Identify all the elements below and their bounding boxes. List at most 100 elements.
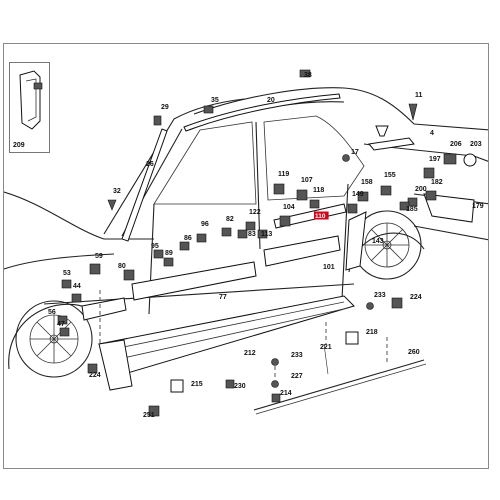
callout-label-118: 118 (313, 187, 324, 194)
front-wheel (15, 300, 93, 378)
callout-label-38: 38 (304, 72, 312, 79)
clip-182 (425, 190, 437, 201)
clip-95 (153, 249, 164, 259)
callout-label-200: 200 (415, 186, 427, 193)
inset-bracket-drawing (19, 70, 43, 130)
callout-label-227: 227 (291, 373, 303, 380)
assembly-lines (99, 290, 388, 380)
clip-218 (345, 331, 359, 345)
clip-107 (296, 189, 308, 201)
rear-bumper-strip (423, 193, 475, 223)
clip-113 (257, 229, 268, 239)
callout-label-86: 86 (184, 235, 192, 242)
a-pillar-trim (121, 128, 168, 242)
callout-label-80: 80 (118, 263, 126, 270)
callout-label-215: 215 (191, 381, 203, 388)
callout-label-233: 233 (374, 292, 386, 299)
callout-label-29: 29 (161, 104, 169, 111)
callout-highlight-110 (314, 211, 329, 220)
rocker-panel-groove (113, 301, 349, 360)
clip-214 (271, 393, 281, 403)
clip-215 (170, 379, 184, 393)
clip-86 (179, 241, 190, 251)
clip-89 (163, 257, 174, 267)
grommet-203 (463, 153, 477, 167)
callout-label-32: 32 (113, 188, 121, 195)
callout-label-233b: 233 (291, 352, 303, 359)
roof-trim-strip (183, 93, 341, 132)
callout-label-89: 89 (165, 250, 173, 257)
long-seal-strip-edge (255, 363, 427, 415)
callout-label-179: 179 (472, 203, 484, 210)
callout-label-11: 11 (415, 92, 423, 99)
screw-11 (408, 103, 418, 121)
sill-line (43, 283, 355, 305)
callout-label-53: 53 (63, 270, 71, 277)
callout-label-143: 143 (372, 238, 384, 245)
clip-200 (407, 197, 418, 207)
roof-line (193, 87, 415, 125)
callout-label-224b: 224 (89, 372, 101, 379)
rear-door-molding (263, 235, 341, 267)
callout-label-110: 110 (315, 213, 326, 220)
callout-label-47: 47 (57, 321, 65, 328)
callout-label-251: 251 (143, 412, 155, 419)
clip-185 (399, 201, 410, 211)
long-seal-strip (253, 359, 425, 411)
clip-83 (237, 229, 248, 239)
clip-197 (423, 167, 435, 179)
callout-label-104: 104 (283, 204, 295, 211)
callout-label-95: 95 (151, 243, 159, 250)
callout-label-122: 122 (249, 209, 261, 216)
car-side-exploded-diagram: 3835201129420620317197261191071581551821… (4, 69, 488, 419)
trunk-trim (368, 137, 415, 151)
callout-label-83: 83 (248, 231, 256, 238)
callout-label-4: 4 (430, 130, 434, 137)
callout-label-218: 218 (366, 329, 378, 336)
callout-label-206: 206 (450, 141, 462, 148)
callout-label-203: 203 (470, 141, 482, 148)
callout-label-230: 230 (234, 383, 246, 390)
clip-parts (57, 69, 477, 417)
callout-label-149: 149 (352, 191, 364, 198)
rod-221 (323, 343, 329, 375)
callout-label-56: 56 (48, 309, 56, 316)
clip-38 (299, 69, 311, 78)
clip-104 (279, 215, 291, 227)
clip-118 (309, 199, 320, 209)
callout-label-96: 96 (201, 221, 209, 228)
window-strip-front (273, 203, 347, 229)
callout-label-44: 44 (73, 283, 81, 290)
clip-47 (59, 327, 70, 337)
front-fender-top (4, 253, 115, 270)
callout-label-185: 185 (406, 206, 418, 213)
rocker-front-end (98, 339, 133, 391)
callout-label-77: 77 (219, 294, 227, 301)
screw-233b (271, 358, 279, 366)
clip-56 (57, 315, 68, 325)
rear-quarter-molding (345, 211, 367, 271)
clip-29 (153, 115, 162, 126)
callout-label-101: 101 (323, 264, 335, 271)
trunk-lid (413, 123, 488, 131)
callout-label-221: 221 (320, 344, 332, 351)
clip-224 (391, 297, 403, 309)
callout-label-214: 214 (280, 390, 292, 397)
callout-label-26: 26 (146, 161, 154, 168)
callout-label-113: 113 (261, 231, 272, 238)
screw-233 (366, 302, 374, 310)
cap-4 (375, 125, 389, 137)
clip-96 (196, 233, 207, 243)
trim-parts (81, 93, 475, 415)
callout-label-20: 20 (267, 97, 275, 104)
clip-82 (221, 227, 232, 237)
clip-155 (380, 185, 392, 196)
screw-17 (342, 154, 350, 162)
callout-label-107: 107 (301, 177, 313, 184)
callout-label-197: 197 (429, 156, 441, 163)
callout-label-182: 182 (431, 179, 443, 186)
callout-label-260: 260 (408, 349, 420, 356)
